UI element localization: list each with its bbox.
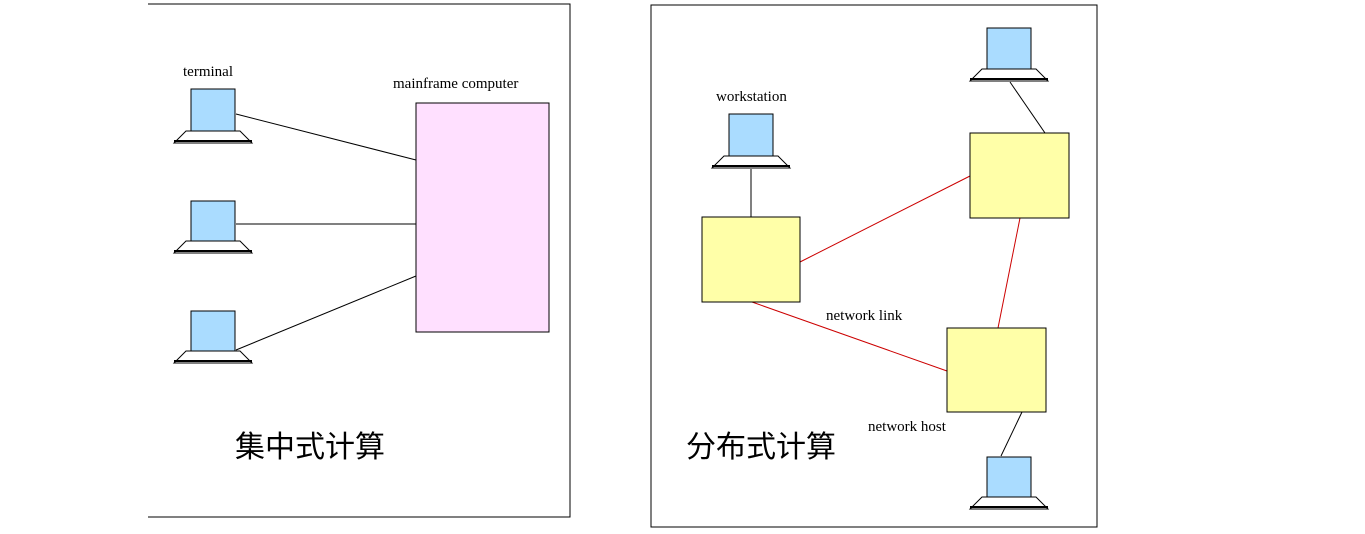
workstation-3-icon — [968, 456, 1050, 510]
network-link-2 — [997, 217, 1021, 329]
workstation-wire-3 — [1000, 411, 1023, 457]
workstation-label: workstation — [716, 89, 787, 105]
right-panel-frame — [650, 4, 1098, 528]
network-link-1 — [799, 175, 971, 263]
terminal-label: terminal — [183, 64, 233, 80]
centralized-panel: mainframe computer terminal 集中式计算 — [148, 3, 571, 518]
left-panel-frame — [148, 3, 571, 518]
terminal-3-wire — [235, 275, 417, 351]
network-host-box-3 — [946, 327, 1047, 413]
network-link-label: network link — [826, 308, 903, 324]
terminal-1-wire — [235, 113, 417, 161]
mainframe-label: mainframe computer — [393, 76, 518, 92]
centralized-title: 集中式计算 — [235, 430, 385, 465]
workstation-2-icon — [968, 27, 1050, 82]
network-host-box-2 — [969, 132, 1070, 219]
terminal-2-icon — [172, 200, 254, 254]
network-link-3 — [751, 301, 948, 372]
mainframe-box — [415, 102, 550, 333]
network-host-box-1 — [701, 216, 801, 303]
terminal-1-icon — [172, 88, 254, 144]
distributed-panel: workstation network link network host 分布… — [650, 4, 1098, 528]
workstation-wire-2 — [1009, 81, 1046, 134]
workstation-1-icon — [710, 113, 792, 169]
distributed-title: 分布式计算 — [686, 430, 836, 465]
network-host-label: network host — [868, 419, 947, 435]
terminal-3-icon — [172, 310, 254, 364]
